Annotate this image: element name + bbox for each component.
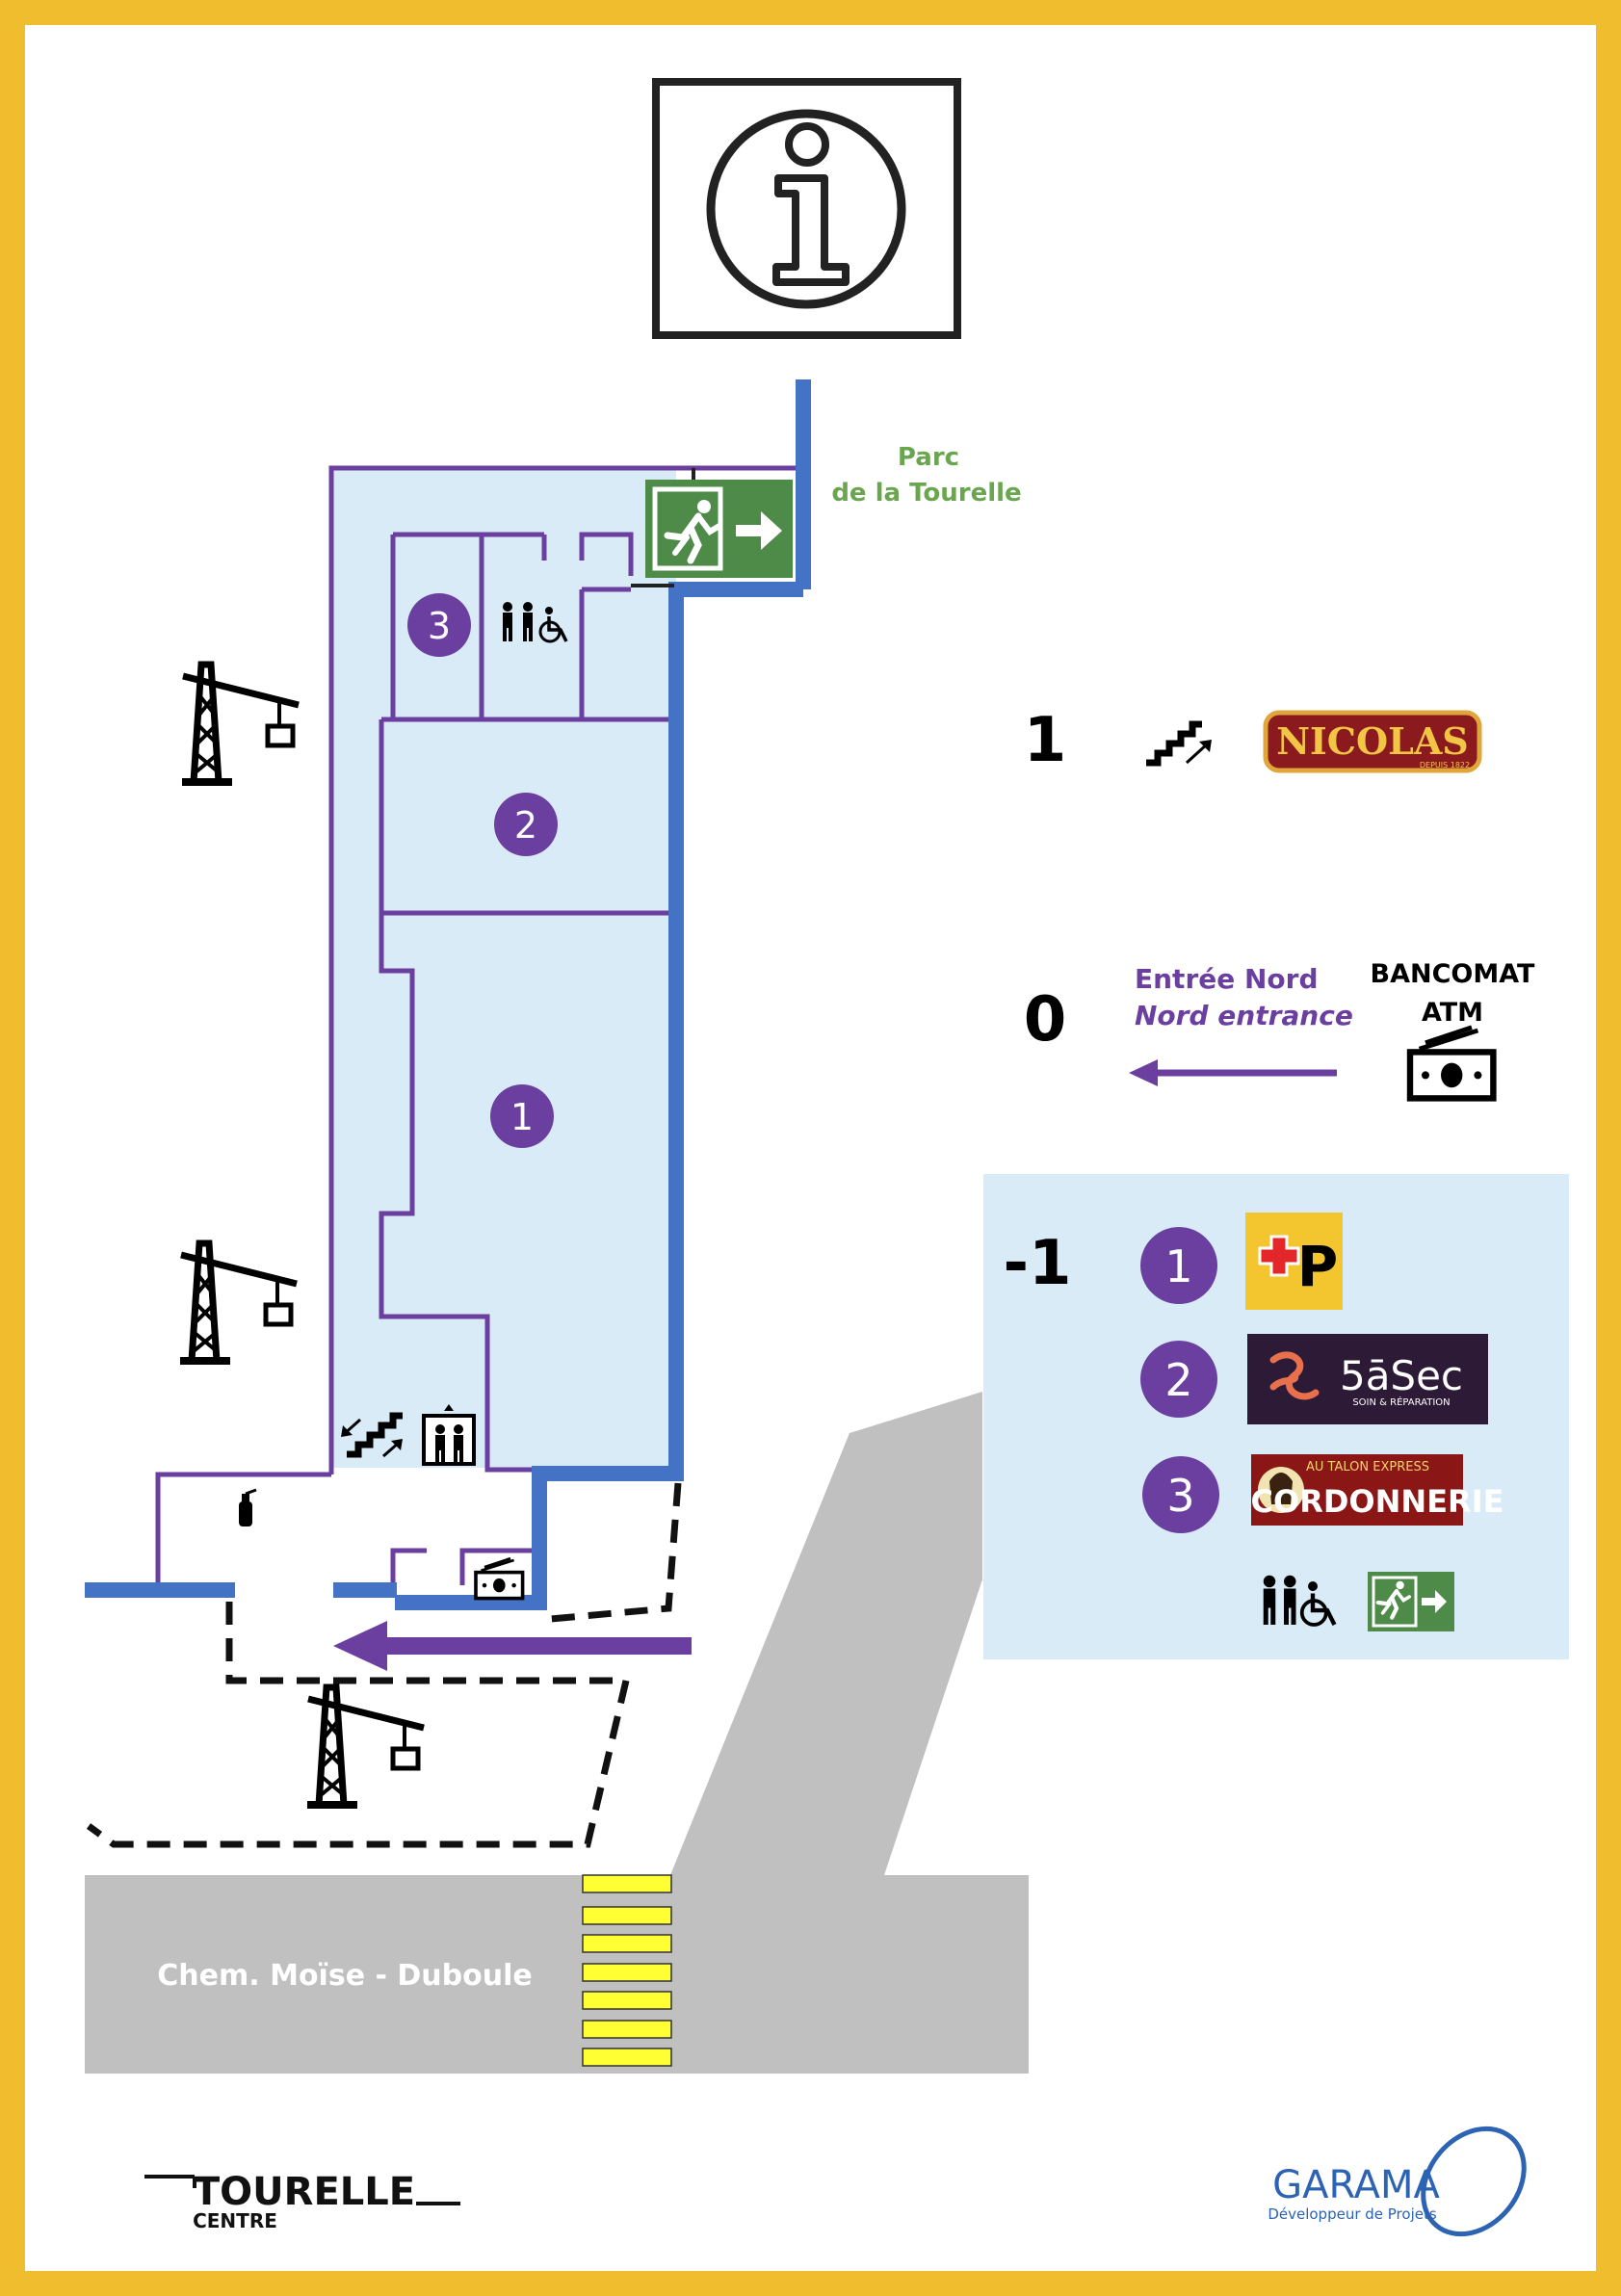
atm-label-en: ATM bbox=[1422, 998, 1483, 1028]
park-label: Parc bbox=[898, 443, 959, 472]
emergency-exit-icon bbox=[1368, 1572, 1454, 1631]
svg-text:2: 2 bbox=[1164, 1354, 1192, 1406]
level-0-label: 0 bbox=[1024, 984, 1067, 1056]
stairs-icon bbox=[1146, 724, 1212, 763]
info-icon bbox=[652, 78, 961, 339]
park-label-2: de la Tourelle bbox=[831, 479, 1021, 508]
road-area bbox=[85, 1392, 1029, 2074]
level-1-label: 1 bbox=[1024, 705, 1067, 776]
shop-badge-1: 1 bbox=[1140, 1227, 1217, 1304]
post-logo: P bbox=[1245, 1213, 1343, 1310]
construction-crane-icon bbox=[180, 1243, 297, 1361]
svg-text:AU TALON EXPRESS: AU TALON EXPRESS bbox=[1306, 1460, 1429, 1474]
svg-text:NICOLAS: NICOLAS bbox=[1276, 719, 1469, 763]
construction-crane-icon bbox=[307, 1687, 424, 1805]
garama-logo: GARAMA Développeur de Projets bbox=[1268, 2126, 1527, 2237]
construction-crane-icon bbox=[182, 665, 299, 782]
atm-label-fr: BANCOMAT bbox=[1371, 959, 1536, 989]
svg-text:1: 1 bbox=[510, 1096, 534, 1138]
stairs-icon bbox=[341, 1416, 403, 1456]
svg-text:SOIN & RÉPARATION: SOIN & RÉPARATION bbox=[1352, 1396, 1450, 1408]
atm-cash-icon bbox=[1410, 1028, 1493, 1099]
entrance-label-fr: Entrée Nord bbox=[1135, 963, 1319, 995]
entrance-arrow-legend bbox=[1129, 1059, 1337, 1086]
shop-badge-2: 2 bbox=[1140, 1341, 1217, 1418]
svg-text:CENTRE: CENTRE bbox=[193, 2209, 277, 2232]
svg-text:3: 3 bbox=[1166, 1470, 1194, 1522]
road-label: Chem. Moïse - Duboule bbox=[157, 1959, 532, 1993]
room-badge-1: 1 bbox=[490, 1084, 554, 1148]
entrance-arrow bbox=[333, 1621, 692, 1671]
corridor-walls bbox=[85, 379, 811, 1610]
emergency-exit-icon bbox=[645, 480, 793, 578]
elevator-icon bbox=[422, 1404, 476, 1466]
toilets-accessible-icon bbox=[1263, 1575, 1337, 1627]
entrance-label-en: Nord entrance bbox=[1135, 1000, 1353, 1031]
fire-extinguisher-icon bbox=[239, 1488, 257, 1526]
construction-fence bbox=[86, 1482, 682, 1848]
svg-text:DEPUIS 1822: DEPUIS 1822 bbox=[1420, 761, 1470, 770]
toilets-accessible-icon bbox=[503, 602, 568, 643]
tourelle-centre-logo: TOURELLE CENTRE bbox=[144, 2170, 460, 2232]
svg-text:5āSec: 5āSec bbox=[1340, 1352, 1463, 1399]
level-minus1-label: -1 bbox=[1003, 1228, 1071, 1299]
room-badge-2: 2 bbox=[494, 793, 558, 856]
svg-text:1: 1 bbox=[1164, 1240, 1192, 1292]
nicolas-logo: NICOLAS DEPUIS 1822 bbox=[1263, 710, 1482, 773]
svg-text:CORDONNERIE: CORDONNERIE bbox=[1251, 1483, 1504, 1520]
crosswalk bbox=[582, 1874, 672, 2067]
svg-text:3: 3 bbox=[428, 605, 451, 647]
room-badge-3: 3 bbox=[407, 593, 471, 657]
svg-text:2: 2 bbox=[514, 804, 537, 847]
shop-badge-3: 3 bbox=[1142, 1456, 1219, 1533]
svg-text:TOURELLE: TOURELLE bbox=[194, 2170, 415, 2214]
walls bbox=[155, 465, 796, 1585]
svg-text:P: P bbox=[1297, 1234, 1339, 1299]
5asec-logo: 5āSec SOIN & RÉPARATION bbox=[1247, 1334, 1488, 1424]
svg-text:GARAMA: GARAMA bbox=[1272, 2163, 1440, 2207]
cordonnerie-logo: AU TALON EXPRESS CORDONNERIE bbox=[1251, 1454, 1504, 1526]
svg-text:Développeur de Projets: Développeur de Projets bbox=[1268, 2205, 1437, 2223]
